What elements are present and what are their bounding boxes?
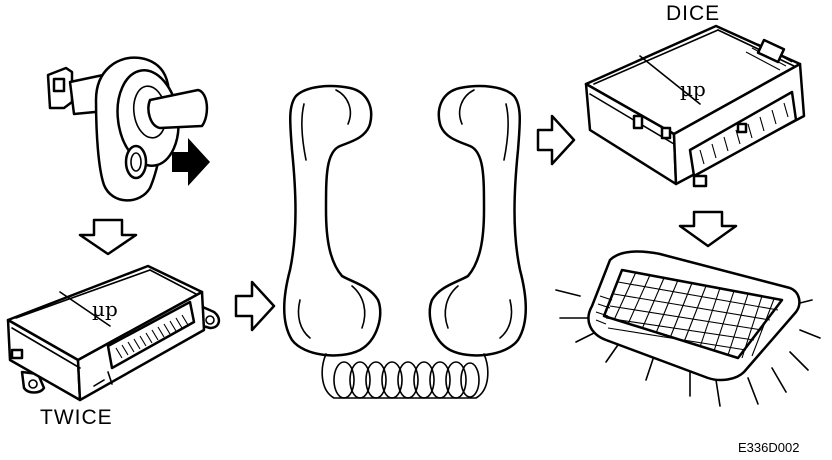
ignition-switch-icon xyxy=(46,56,209,202)
control-module-icon xyxy=(6,264,221,402)
dice-label: DICE xyxy=(666,2,720,25)
display-panel-icon xyxy=(555,250,821,407)
microprocessor-label-left: µp xyxy=(92,297,118,321)
microprocessor-label-right: µp xyxy=(680,77,706,101)
arrow-down-icon xyxy=(78,218,138,256)
telephone-handset-icon xyxy=(282,84,528,357)
figure-code: E336D002 xyxy=(738,440,799,455)
control-module-icon xyxy=(584,24,806,188)
coiled-cord-icon xyxy=(321,353,489,399)
arrow-right-icon xyxy=(172,138,210,186)
arrow-right-icon xyxy=(536,114,576,166)
arrow-down-icon xyxy=(678,210,738,248)
arrow-right-icon xyxy=(234,280,276,332)
twice-label: TWICE xyxy=(40,406,113,429)
